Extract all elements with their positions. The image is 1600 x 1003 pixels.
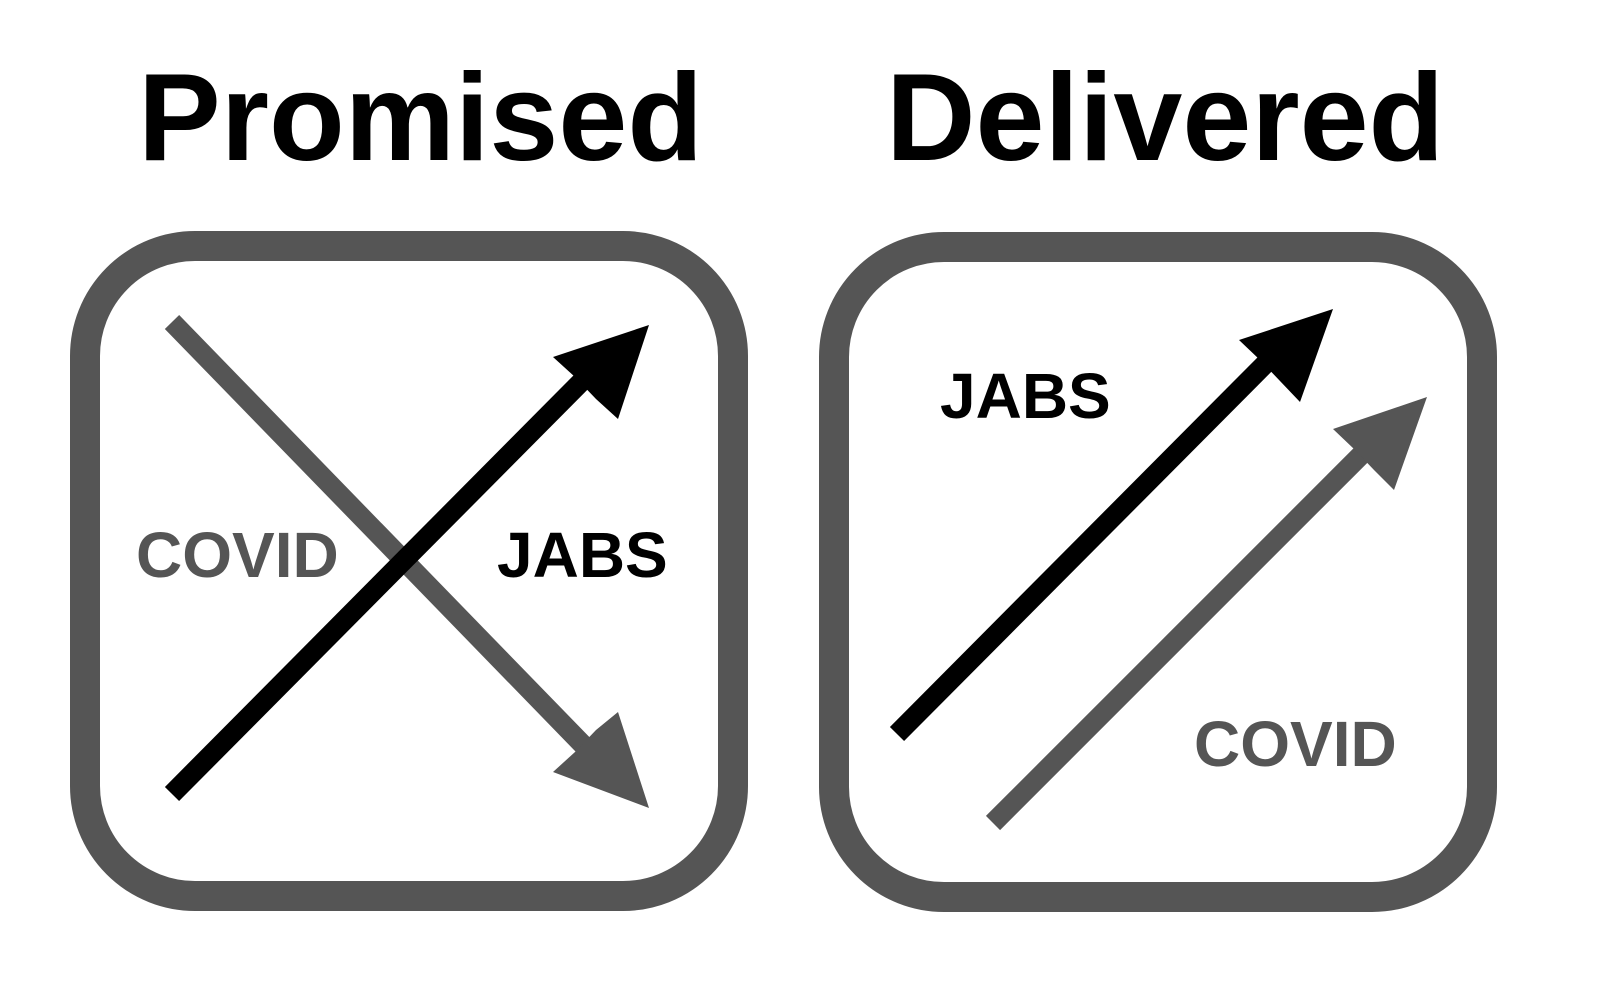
promised-jabs-label: JABS [497,519,668,591]
promised-covid-label: COVID [136,519,339,591]
delivered-frame [819,232,1497,912]
delivered-jabs-up-arrow [889,309,1333,742]
delivered-covid-up-arrow [985,397,1427,831]
promised-panel: COVID JABS [70,231,748,911]
delivered-title: Delivered [886,49,1445,187]
promised-title: Promised [138,49,704,187]
promised-jabs-up-arrow [164,325,649,802]
promised-covid-down-arrow [164,315,649,808]
delivered-jabs-label: JABS [940,360,1111,432]
delivered-covid-label: COVID [1194,708,1397,780]
delivered-panel: JABS COVID [819,232,1497,912]
